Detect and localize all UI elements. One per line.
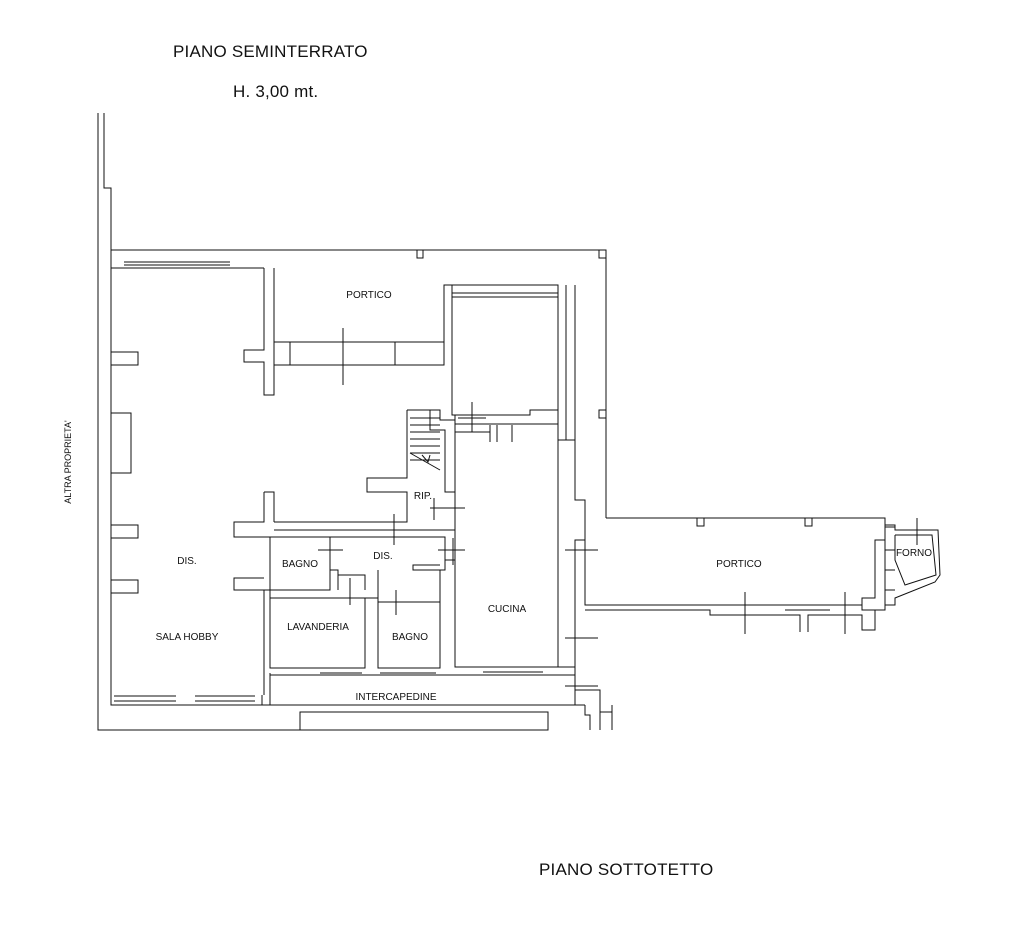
room-label-forno: FORNO	[896, 548, 932, 559]
ceiling-height: H. 3,00 mt.	[233, 82, 319, 101]
portico-right-walls	[606, 517, 886, 611]
room-label-dis-left: DIS.	[177, 556, 196, 567]
room-label-cucina: CUCINA	[488, 604, 527, 615]
room-label-bagno-2: BAGNO	[392, 632, 428, 643]
cucina-walls	[454, 415, 586, 668]
room-label-dis-center: DIS.	[373, 551, 392, 562]
sala-hobby-outer-wall	[110, 250, 263, 706]
side-label-altra-proprieta: ALTRA PROPRIETA'	[63, 420, 73, 504]
room-labels: PORTICO DIS. SALA HOBBY BAGNO DIS. RIP. …	[63, 290, 932, 703]
bagno-2-walls	[377, 570, 441, 669]
lavanderia-walls	[264, 589, 366, 669]
left-inner-boundary	[103, 113, 112, 250]
room-label-intercapedine: INTERCAPEDINE	[355, 692, 436, 703]
room-label-portico-top: PORTICO	[346, 290, 392, 301]
room-label-portico-right: PORTICO	[716, 559, 762, 570]
room-label-lavanderia: LAVANDERIA	[287, 622, 349, 633]
sala-hobby-right-wall	[243, 268, 275, 396]
attic-floor-title: PIANO SOTTOTETTO	[539, 860, 714, 879]
walls	[97, 113, 941, 731]
stairs	[274, 410, 408, 523]
bagno-1-walls	[264, 536, 331, 591]
forno-walls	[884, 524, 941, 606]
room-label-rip: RIP.	[414, 491, 432, 502]
door-marks	[318, 328, 930, 696]
room-label-sala-hobby: SALA HOBBY	[156, 632, 219, 643]
room-label-bagno-1: BAGNO	[282, 559, 318, 570]
floor-title: PIANO SEMINTERRATO	[173, 42, 368, 61]
portico-top-walls	[273, 268, 559, 416]
left-boundary-wall	[97, 113, 549, 731]
intercapedine-walls	[262, 673, 271, 706]
